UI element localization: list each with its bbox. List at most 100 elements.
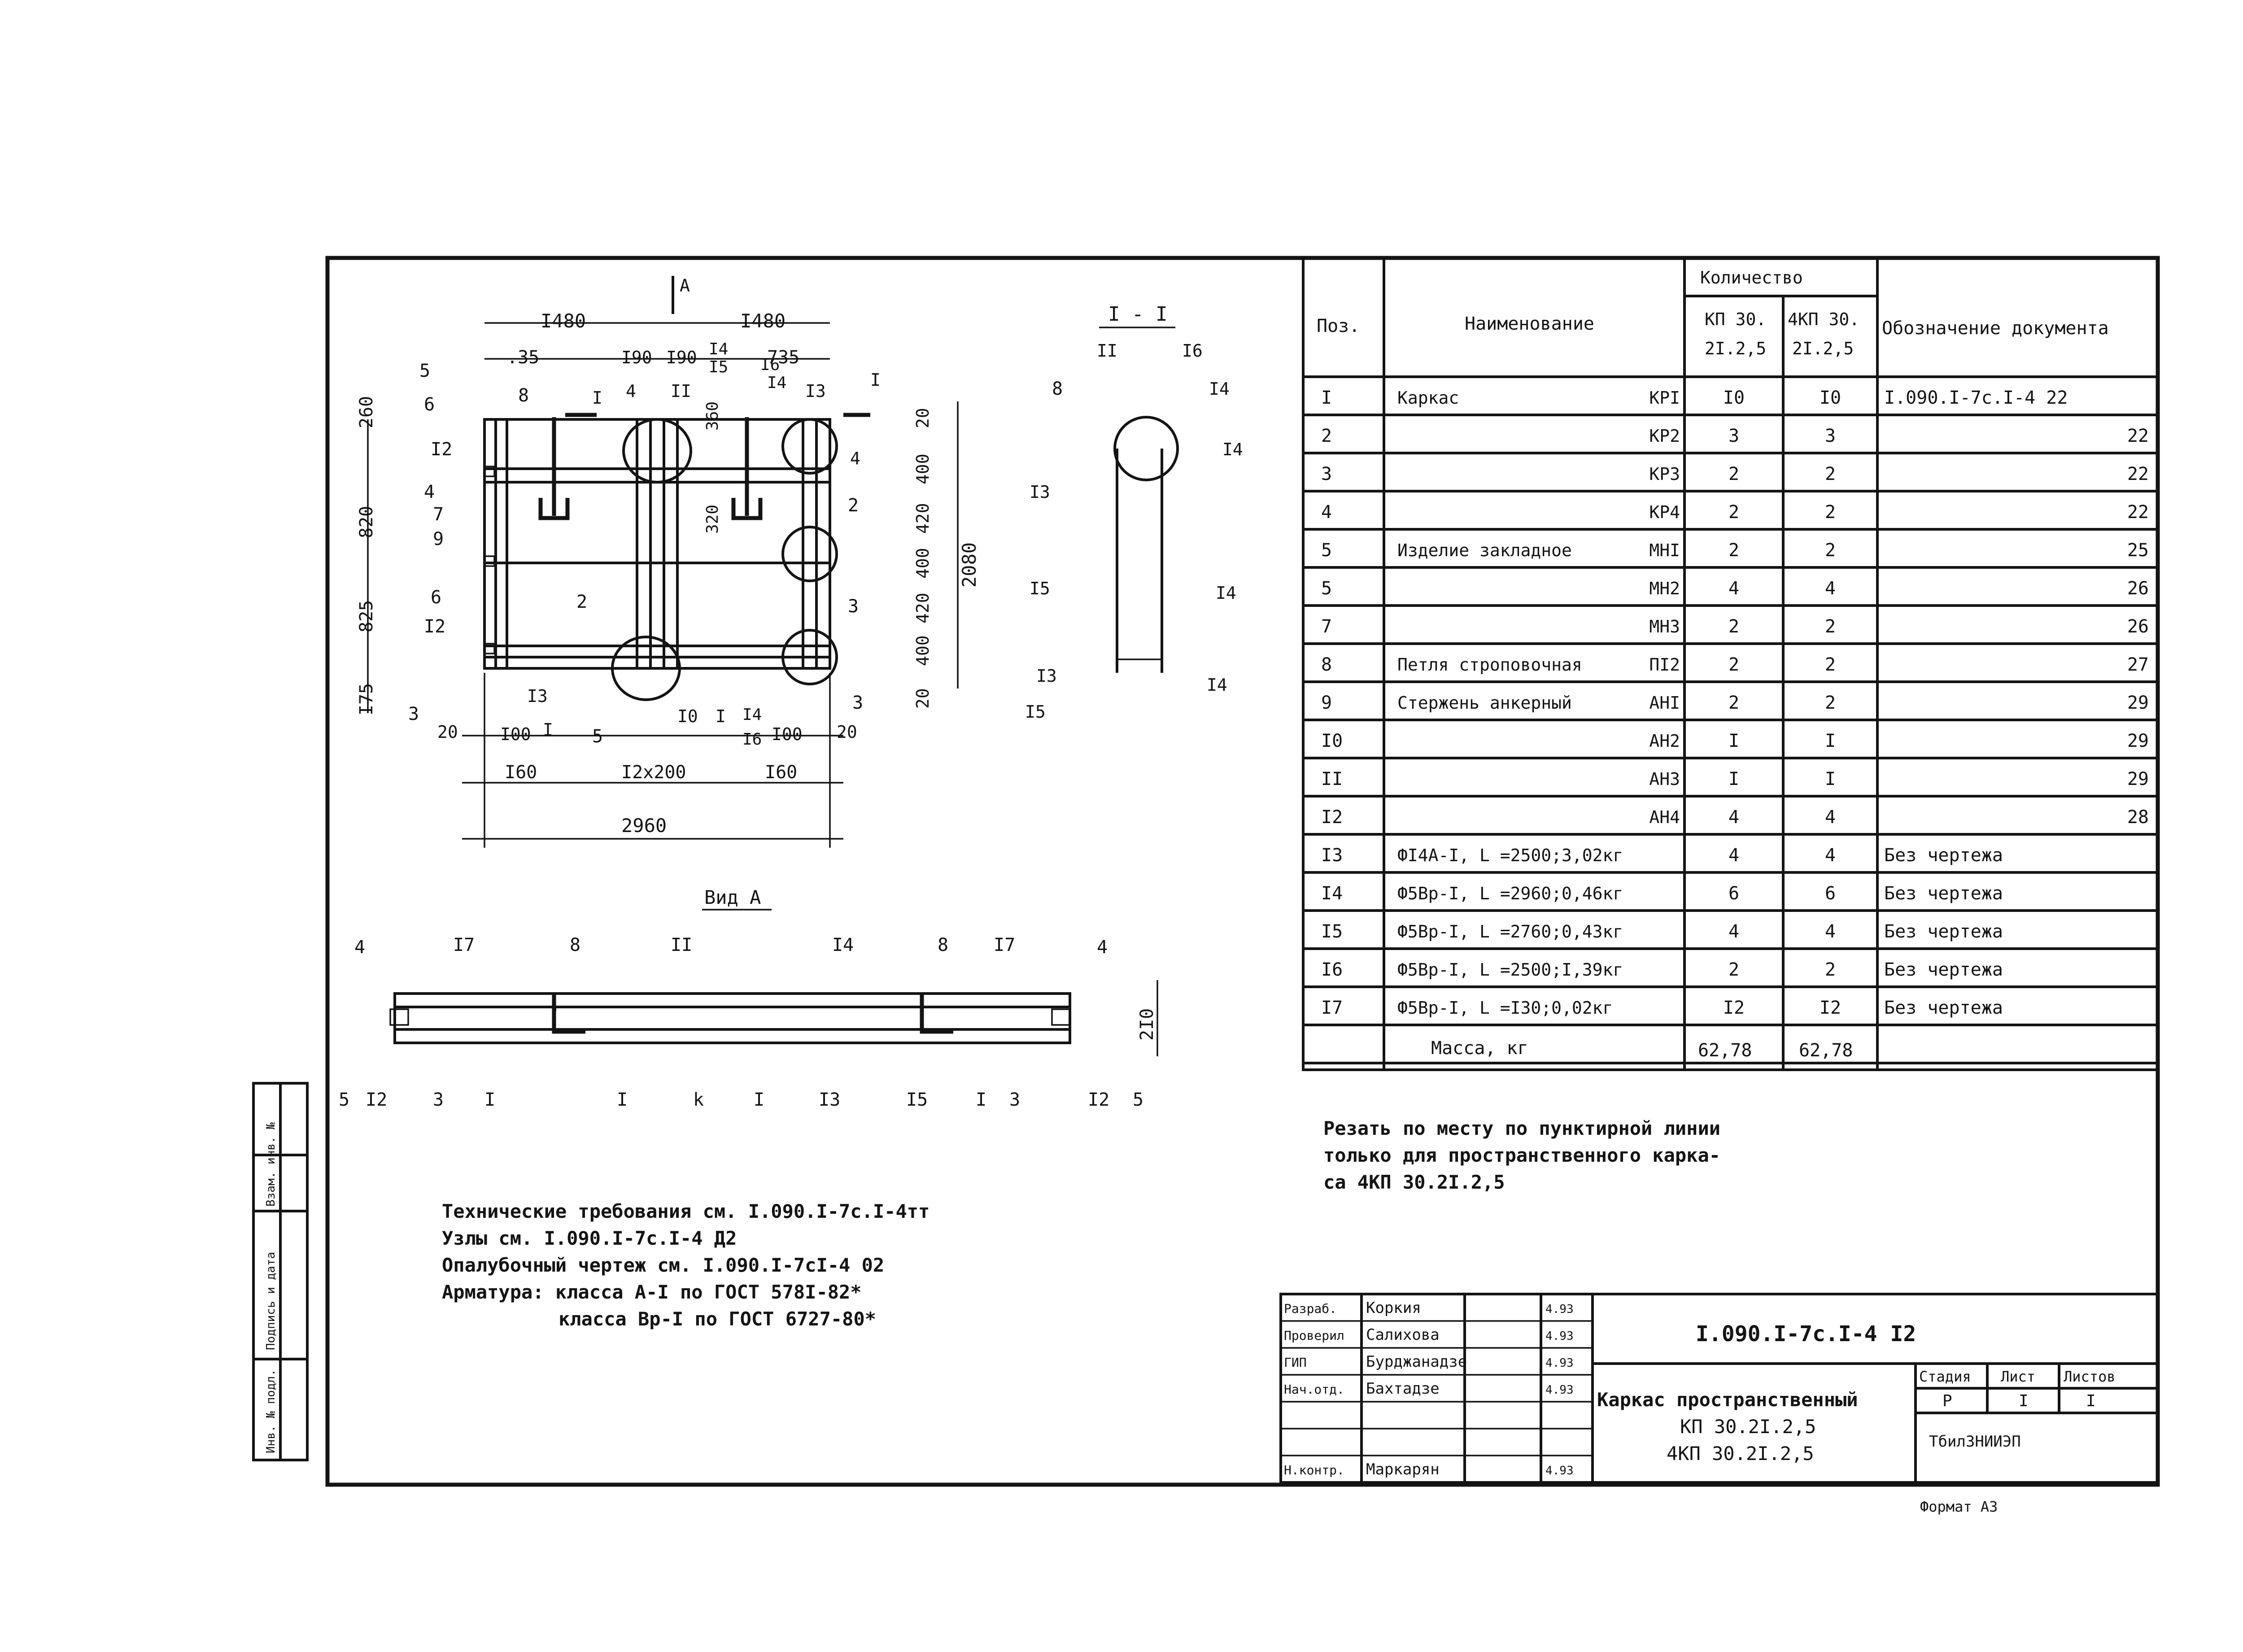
plan-pos-14b: I4 — [742, 706, 762, 724]
plan-pos-14: I4 — [767, 374, 786, 392]
spec-cell-q1: I — [1728, 731, 1739, 751]
plan-pos-2a: 2 — [848, 495, 859, 516]
spec-mass-q2: 62,78 — [1799, 1040, 1853, 1061]
spec-cell-q2: I — [1825, 769, 1836, 789]
spec-cell-doc: I.090.I-7с.I-4 22 — [1884, 388, 2068, 408]
spec-header-qty: Количество — [1700, 268, 1803, 288]
spec-cell-doc: Без чертежа — [1884, 883, 2003, 904]
spec-cell-q2: 6 — [1825, 883, 1836, 904]
plan-cut-label-left: I — [592, 388, 602, 408]
spec-header-q1b: 2I.2,5 — [1705, 339, 1766, 358]
plan-dim-r420a: 420 — [913, 503, 933, 534]
spec-header-doc: Обозначение документа — [1882, 318, 2109, 339]
spec-mass-q1: 62,78 — [1698, 1040, 1752, 1061]
spec-cell-pos: 5 — [1321, 540, 1332, 561]
spec-cell-name: Ф5Вр-I, L =2500;I,39кг — [1397, 960, 1623, 980]
view-a-bot-3b: 3 — [1009, 1090, 1020, 1110]
section-label-15b: I5 — [1025, 702, 1046, 722]
section-label-13a: I3 — [1030, 482, 1050, 502]
view-a-bot-13: I3 — [819, 1090, 840, 1110]
view-a-top-17a: I7 — [453, 935, 475, 955]
spec-cell-q2: 4 — [1825, 807, 1836, 828]
spec-cell-doc: Без чертежа — [1884, 921, 2003, 942]
plan-dim-b20b: 20 — [837, 722, 857, 742]
spec-cell-q2: 2 — [1825, 959, 1836, 980]
spec-cell-mark: КР4 — [1649, 502, 1680, 522]
plan-pos-1b: I — [716, 706, 726, 726]
spec-cell-q1: 4 — [1728, 845, 1739, 866]
plan-pos-13b: I3 — [527, 686, 548, 706]
spec-cell-name: Изделие закладное — [1397, 540, 1572, 560]
spec-cell-q2: 2 — [1825, 693, 1836, 713]
spec-header-q2b: 2I.2,5 — [1792, 339, 1854, 358]
spec-cell-q1: 2 — [1728, 540, 1739, 561]
plan-dim-35: .35 — [507, 347, 539, 368]
title-block-sheet: I — [2019, 1392, 2029, 1410]
spec-cell-pos: 9 — [1321, 693, 1332, 713]
spec-cell-doc: 29 — [2127, 731, 2149, 751]
plan-dim-2960: 2960 — [621, 815, 667, 837]
side-stamp-sign: Подпись и дата — [264, 1252, 278, 1350]
plan-pos-4b: 4 — [626, 381, 636, 401]
view-a-dim-210: 2I0 — [1137, 1008, 1157, 1041]
spec-cell-pos: 2 — [1321, 426, 1332, 446]
spec-cell-q1: 2 — [1728, 464, 1739, 484]
spec-cell-q1: I2 — [1723, 998, 1745, 1018]
title-block-role: Нач.отд. — [1284, 1382, 1344, 1397]
view-a-bot-15: I5 — [906, 1090, 928, 1110]
plan-dim-175: I75 — [356, 683, 377, 715]
view-a-title: Вид А — [704, 886, 761, 908]
spec-cell-q1: 6 — [1728, 883, 1739, 904]
spec-cell-q1: 2 — [1728, 654, 1739, 675]
plan-pos-7: 7 — [433, 504, 444, 525]
spec-cell-doc: 26 — [2127, 616, 2149, 637]
spec-cell-mark: МН2 — [1649, 579, 1680, 598]
spec-cell-pos: 8 — [1321, 654, 1332, 675]
plan-dim-b100b: I00 — [772, 724, 803, 744]
spec-cell-q1: 2 — [1728, 959, 1739, 980]
spec-cell-q1: 4 — [1728, 578, 1739, 599]
plan-dim-820: 820 — [356, 506, 377, 538]
note-line-3: Опалубочный чертеж см. I.090.I-7сI-4 02 — [442, 1254, 884, 1276]
spec-cell-q1: 2 — [1728, 502, 1739, 523]
spec-cell-name: Ф5Вр-I, L =I30;0,02кг — [1397, 998, 1613, 1018]
spec-cell-pos: I3 — [1321, 845, 1343, 866]
spec-cell-mark: КР2 — [1649, 426, 1680, 446]
note-line-5: класса Вр-I по ГОСТ 6727-80* — [559, 1308, 876, 1330]
plan-dim-190b: I90 — [666, 348, 697, 367]
spec-cell-q2: 2 — [1825, 616, 1836, 637]
plan-pos-13: I3 — [805, 381, 826, 401]
spec-header-q2a: 4КП 30. — [1788, 309, 1859, 329]
spec-cell-doc: 22 — [2127, 502, 2149, 523]
spec-header-q1a: КП 30. — [1705, 309, 1766, 329]
plan-dim-14: I4 — [709, 340, 728, 358]
plan-dim-15: I5 — [709, 358, 728, 376]
spec-cell-doc: 28 — [2127, 807, 2149, 828]
spec-cell-name: Каркас — [1397, 388, 1459, 408]
view-a-top-11: II — [671, 935, 692, 955]
side-stamp-replace: Взам. инв. № — [264, 1122, 278, 1207]
title-block-item-2: КП 30.2I.2,5 — [1680, 1416, 1816, 1438]
plan-pos-1a: I — [543, 720, 553, 740]
spec-cell-q2: 4 — [1825, 578, 1836, 599]
spec-cell-name: Ф5Вр-I, L =2760;0,43кг — [1397, 922, 1623, 942]
spec-cell-doc: Без чертежа — [1884, 959, 2003, 980]
view-a-bot-12a: I2 — [366, 1090, 387, 1110]
section-view: I - I II I6 8 I4 I4 I3 I5 I4 I3 I4 I5 — [1025, 303, 1243, 722]
plan-dim-190a: I90 — [621, 348, 652, 367]
spec-cell-q2: I — [1825, 731, 1836, 751]
plan-pos-6: 6 — [424, 394, 435, 415]
spec-cell-mark: МНI — [1649, 540, 1680, 560]
title-block-item-1: Каркас пространственный — [1597, 1389, 1858, 1411]
spec-cell-q2: 3 — [1825, 426, 1836, 446]
spec-cell-doc: 22 — [2127, 426, 2149, 446]
